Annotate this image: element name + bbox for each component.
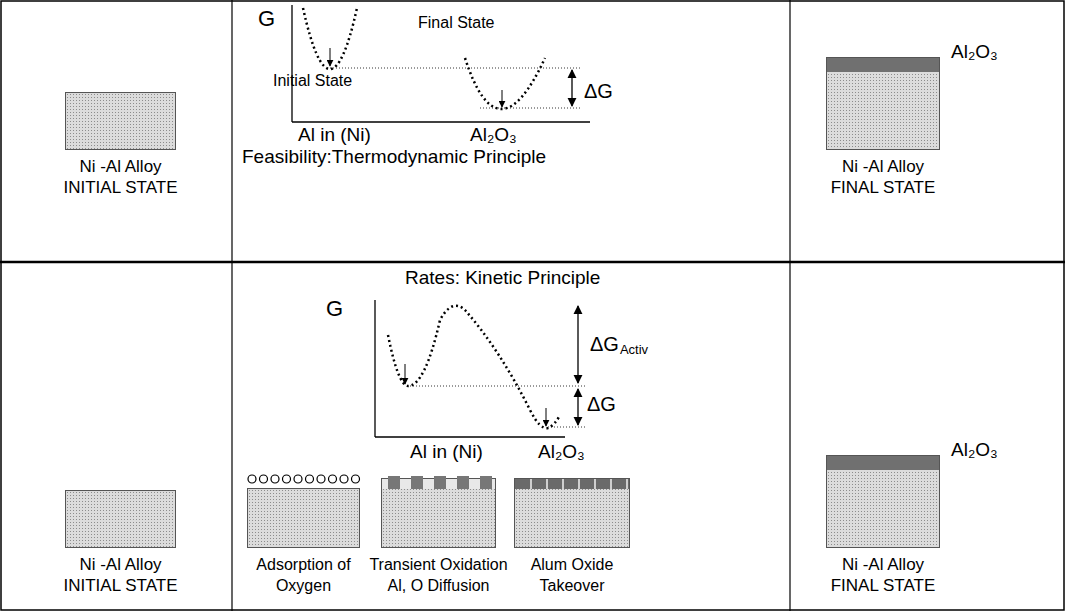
alloy-specimen: Ni -Al Alloy INITIAL STATE: [65, 490, 176, 548]
alloy-specimen: Al₂O₃Ni -Al Alloy FINAL STATE: [826, 455, 940, 548]
energy-label: ΔG: [590, 333, 619, 356]
oxide-layer: [827, 58, 939, 72]
oxygen-atoms: [248, 475, 360, 483]
state-caption: Ni -Al Alloy FINAL STATE: [818, 156, 948, 198]
state-caption: Ni -Al Alloy INITIAL STATE: [56, 554, 186, 596]
energy-label: ΔG: [584, 80, 613, 103]
alloy-specimen: Ni -Al Alloy INITIAL STATE: [65, 92, 176, 150]
axis-tick: Al₂O₃: [538, 441, 585, 463]
axis-label: G: [326, 296, 343, 321]
cell-divider: [789, 0, 790, 611]
thermo-graph: [292, 5, 590, 122]
alloy-specimen: Al₂O₃Ni -Al Alloy FINAL STATE: [826, 57, 940, 150]
oxide-nucleus: [388, 476, 400, 489]
energy-subscript: Activ: [620, 343, 648, 358]
alloy-specimen: Transient Oxidation Al, O Diffusion: [381, 478, 496, 548]
oxide-nucleus: [457, 476, 469, 489]
grain-boundary: [546, 479, 548, 489]
axis-tick: Al in (Ni): [410, 441, 483, 463]
grain-boundary: [626, 479, 628, 489]
grain-boundary: [530, 479, 532, 489]
state-caption: Adsorption of Oxygen: [241, 554, 366, 596]
energy-label: ΔG: [587, 393, 616, 416]
oxide-nucleus: [434, 476, 446, 489]
state-caption: Alum Oxide Takeover: [510, 554, 635, 596]
oxide-nucleus: [411, 476, 423, 489]
oxide-nucleus: [480, 476, 492, 489]
state-caption: Ni -Al Alloy FINAL STATE: [818, 554, 948, 596]
row-divider: [0, 261, 1065, 264]
panel-title: Feasibility:Thermodynamic Principle: [242, 146, 546, 168]
axis-tick: Al₂O₃: [470, 124, 517, 146]
grain-boundary: [562, 479, 564, 489]
state-label: Initial State: [273, 72, 352, 90]
kinetic-graph: [375, 300, 585, 437]
layer-label: Al₂O₃: [951, 41, 998, 62]
alloy-specimen: Adsorption of Oxygen: [247, 488, 360, 548]
state-caption: Ni -Al Alloy INITIAL STATE: [56, 156, 186, 198]
oxide-layer: [515, 479, 629, 489]
oxide-layer: [827, 456, 939, 470]
grain-boundary: [578, 479, 580, 489]
axis-tick: Al in (Ni): [298, 124, 371, 146]
alloy-specimen: Alum Oxide Takeover: [514, 478, 630, 548]
layer-label: Al₂O₃: [951, 439, 998, 460]
state-caption: Transient Oxidation Al, O Diffusion: [366, 554, 511, 596]
cell-divider: [231, 0, 232, 611]
panel-title: Rates: Kinetic Principle: [405, 267, 600, 289]
grain-boundary: [594, 479, 596, 489]
state-label: Final State: [418, 14, 494, 32]
grain-boundary: [610, 479, 612, 489]
axis-label: G: [258, 6, 275, 31]
